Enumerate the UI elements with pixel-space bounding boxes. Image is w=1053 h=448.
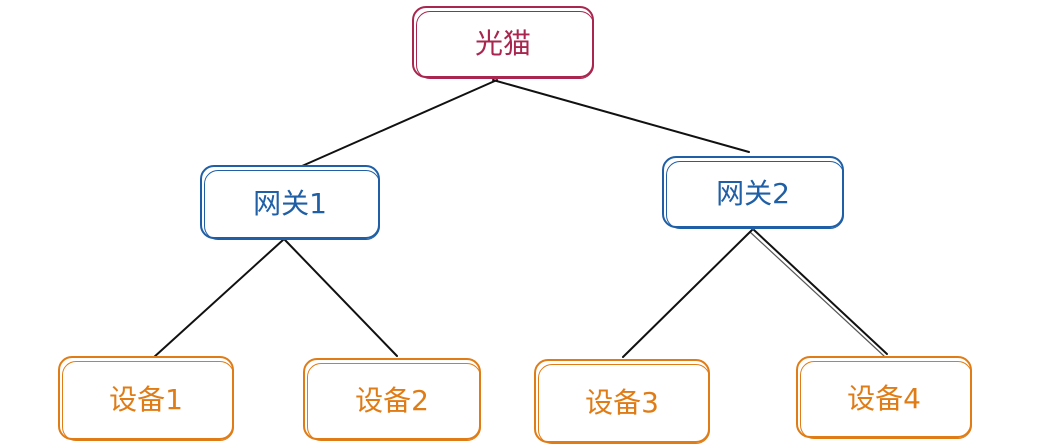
- node-device-4: 设备4: [796, 356, 972, 439]
- node-gateway-2: 网关2: [662, 156, 844, 229]
- edge-root-gw1: [301, 79, 498, 167]
- node-label: 设备3: [585, 386, 659, 419]
- node-label: 设备2: [355, 384, 429, 417]
- node-device-1: 设备1: [58, 356, 234, 441]
- edge-gw2-d3: [622, 229, 753, 358]
- node-label: 网关2: [716, 177, 790, 210]
- node-label: 设备1: [109, 383, 183, 416]
- node-optical-modem: 光猫: [412, 6, 594, 79]
- edge-gw1-d1: [152, 239, 284, 359]
- node-device-2: 设备2: [303, 358, 481, 441]
- edge-gw2-d4: [753, 229, 888, 355]
- edge-gw1-d2: [284, 239, 398, 357]
- node-gateway-1: 网关1: [200, 165, 380, 240]
- node-label: 光猫: [474, 27, 531, 60]
- node-device-3: 设备3: [534, 359, 710, 444]
- node-label: 设备4: [847, 382, 921, 415]
- node-label: 网关1: [253, 187, 327, 220]
- edge-gw2-d4-sketch: [749, 231, 885, 357]
- edge-root-gw2: [492, 79, 750, 153]
